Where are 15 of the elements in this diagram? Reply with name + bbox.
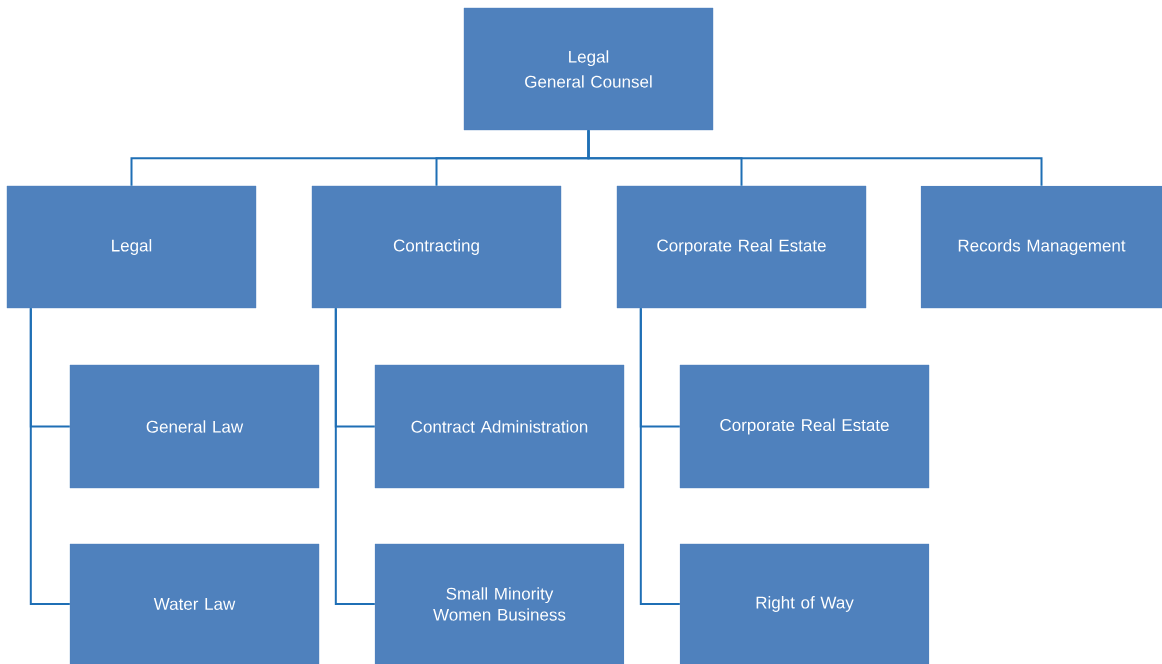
department-box: Legal <box>6 185 257 309</box>
title-box: Legal General Counsel <box>463 7 714 131</box>
department-box: Records Management <box>920 185 1162 309</box>
connector-line <box>639 307 681 605</box>
department-box: General Law <box>69 364 320 489</box>
department-box: Corporate Real Estate <box>679 364 930 489</box>
connector-line <box>334 307 376 605</box>
connector-line <box>587 129 1043 187</box>
department-box: Small Minority Women Business <box>374 543 625 664</box>
department-box: Right of Way <box>679 543 930 664</box>
department-box: Contract Administration <box>374 364 625 489</box>
department-box: Water Law <box>69 543 320 664</box>
department-box: Contracting <box>311 185 562 309</box>
department-box: Corporate Real Estate <box>616 185 867 309</box>
connector-line <box>29 307 71 605</box>
